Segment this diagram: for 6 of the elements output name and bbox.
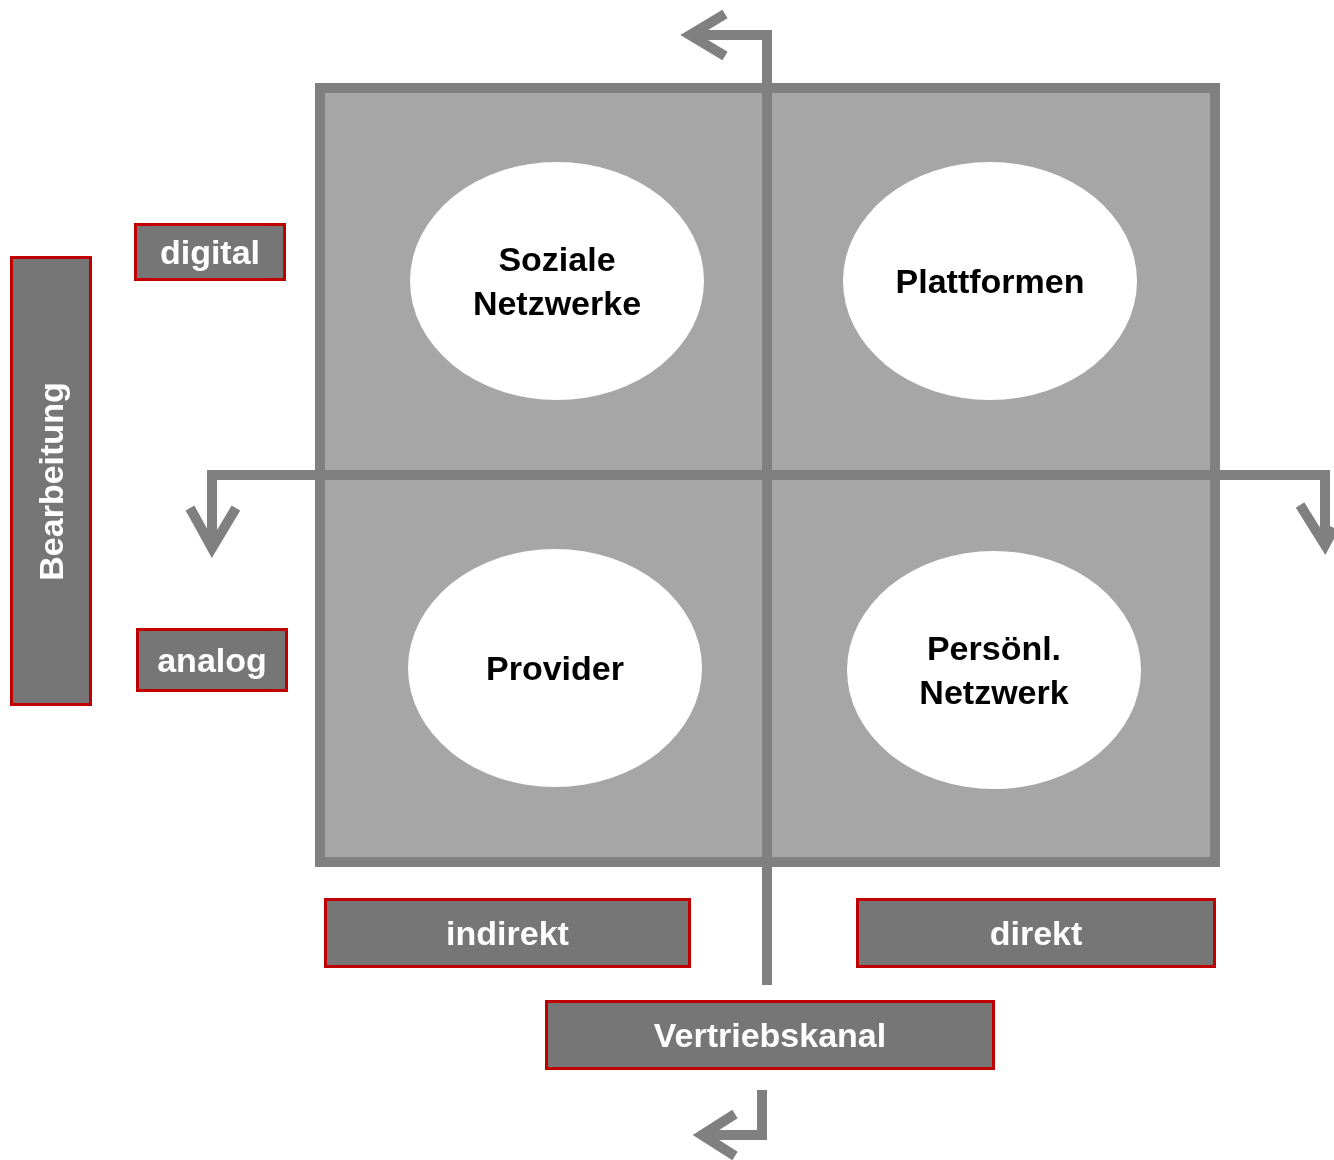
label-box: direkt bbox=[856, 898, 1216, 968]
label-box: Vertriebskanal bbox=[545, 1000, 995, 1070]
label-box: digital bbox=[134, 223, 286, 281]
axis-label-box: Bearbeitung bbox=[10, 256, 92, 706]
label-box: indirekt bbox=[324, 898, 691, 968]
label-box: analog bbox=[136, 628, 288, 692]
